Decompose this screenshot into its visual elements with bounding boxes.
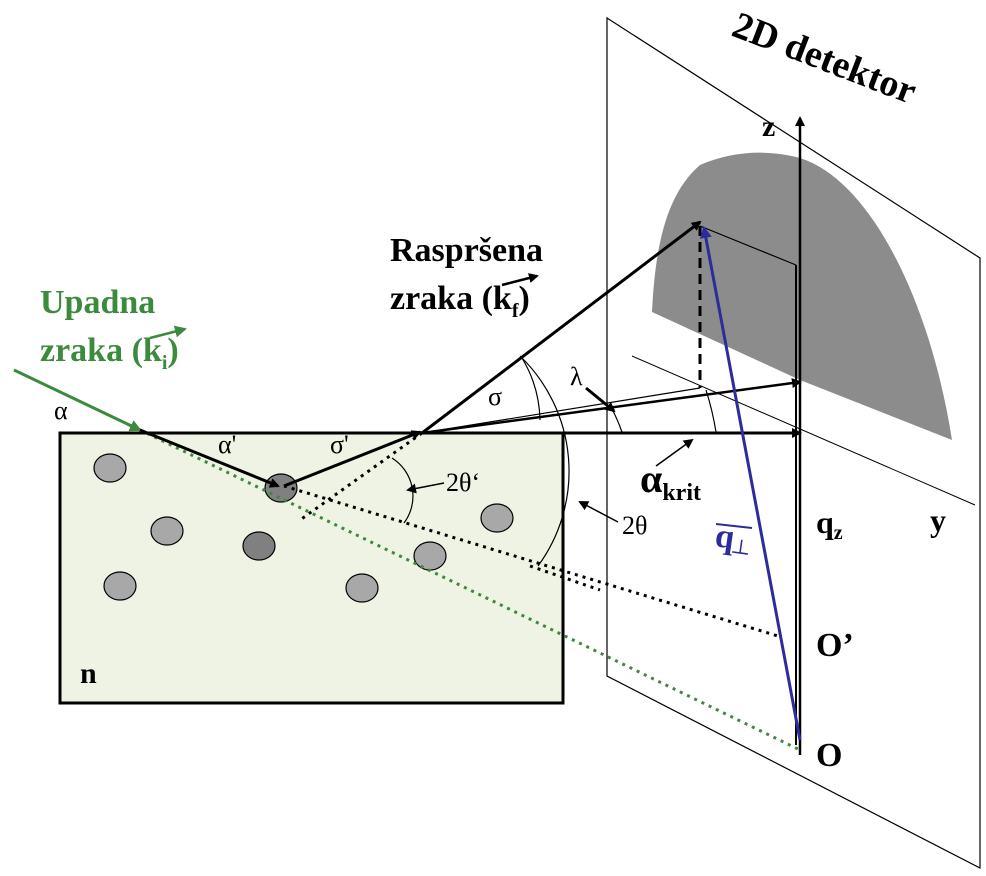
dotted-back xyxy=(299,431,423,522)
detector-title: 2D detektor xyxy=(727,4,922,112)
two-theta-prime-label: 2θ‘ xyxy=(446,468,480,497)
lambda-pointer xyxy=(585,386,616,413)
particles xyxy=(93,453,514,603)
scattered-label-line1: Raspršena xyxy=(390,232,543,269)
refracted-out xyxy=(283,430,422,488)
point-o-prime: O’ xyxy=(816,627,854,664)
alpha-prime-label: α' xyxy=(218,430,236,459)
kf-arrow-icon xyxy=(501,273,539,287)
y-axis-label: y xyxy=(930,502,946,538)
point-o: O xyxy=(816,737,842,774)
particle xyxy=(103,571,137,601)
scattering-region xyxy=(652,152,952,441)
q-perp-vector xyxy=(699,226,802,741)
sigma-label: σ xyxy=(488,382,502,411)
refracted-in xyxy=(139,428,280,488)
z-axis-label: z xyxy=(762,110,775,143)
sample-block xyxy=(58,431,565,705)
lambda-label: λ xyxy=(570,362,583,391)
particle xyxy=(345,573,379,603)
particle xyxy=(93,453,127,483)
dotted-extension xyxy=(283,484,779,638)
particle xyxy=(480,503,514,533)
two-theta-prime-pointer xyxy=(406,482,445,494)
sample-label: n xyxy=(80,657,97,690)
incident-extension xyxy=(139,428,801,752)
alpha-label: α xyxy=(54,396,68,425)
scattered-subscript: f xyxy=(512,300,519,322)
q-perp-overline-icon xyxy=(715,523,753,529)
projection-horizontal xyxy=(699,225,797,266)
ki-arrow-icon xyxy=(149,325,187,340)
q-perp-label: q┴ xyxy=(712,517,753,565)
two-theta-arc xyxy=(519,355,570,567)
alpha-krit-subscript: krit xyxy=(662,480,701,506)
incident-label-line2: zraka (ki) xyxy=(40,332,179,374)
alpha-krit-arc xyxy=(705,389,717,433)
alpha-krit-label: αkrit xyxy=(640,456,701,506)
alpha-krit-pointer xyxy=(655,438,694,467)
incident-subscript: i xyxy=(162,352,168,374)
qz-label: qz xyxy=(816,504,843,544)
particle xyxy=(242,531,276,561)
lambda-ray-2 xyxy=(421,387,701,434)
two-theta-pointer xyxy=(578,501,619,523)
qz-subscript: z xyxy=(834,522,843,544)
scattered-beam xyxy=(421,220,702,435)
incident-label-line1: Upadna xyxy=(40,284,155,321)
particle xyxy=(150,516,184,546)
two-theta-label: 2θ xyxy=(622,511,647,540)
sigma-prime-label: σ' xyxy=(330,430,349,459)
q-perp-subscript: ┴ xyxy=(730,538,750,566)
particle xyxy=(413,541,447,571)
scattered-label-line2: zraka (kf) xyxy=(390,280,530,322)
y-axis-line xyxy=(631,355,976,506)
detector-plane xyxy=(606,16,981,869)
sigma-arc xyxy=(521,357,541,421)
incident-beam xyxy=(13,368,142,432)
